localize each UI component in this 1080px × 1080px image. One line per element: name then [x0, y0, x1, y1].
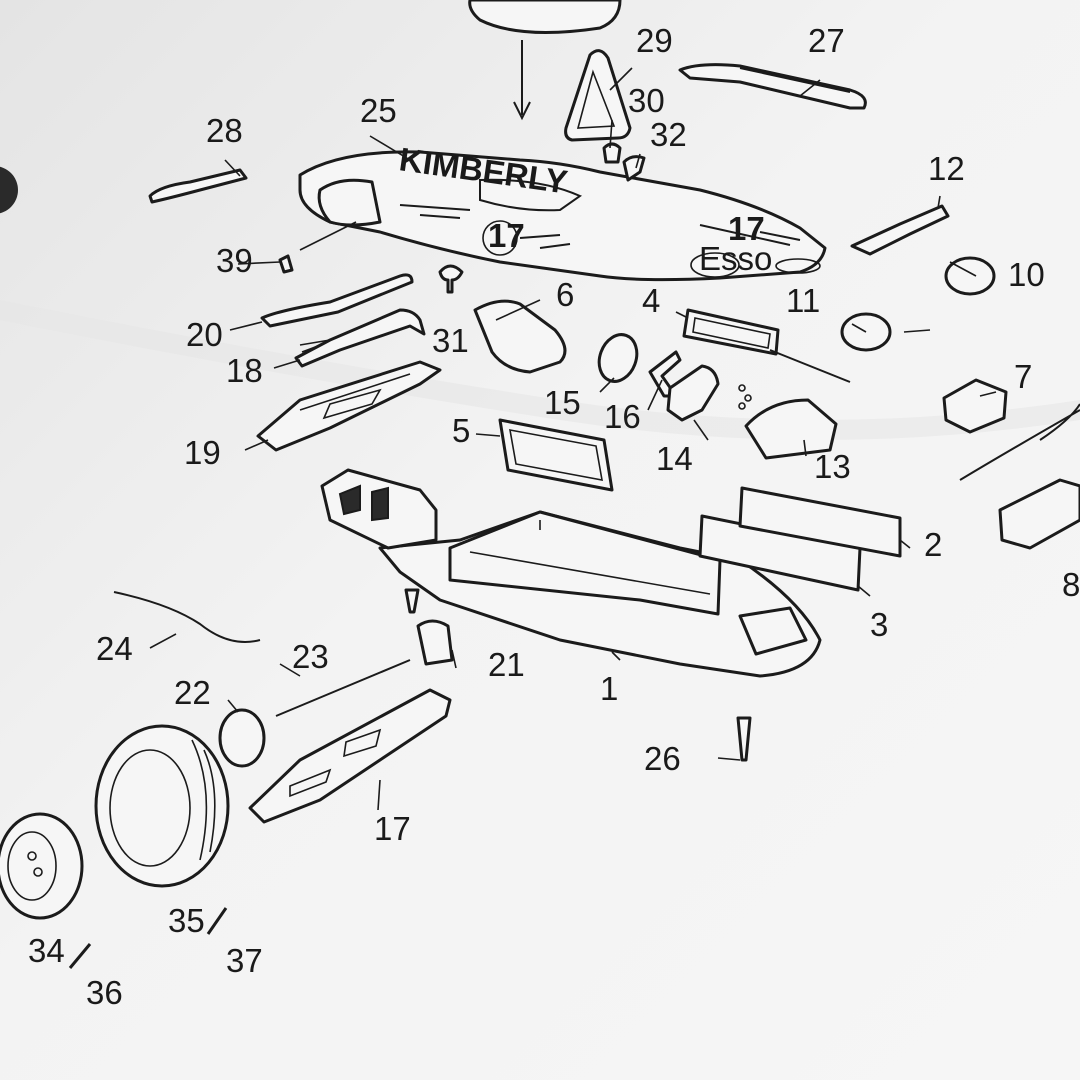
linkage-part — [850, 204, 950, 256]
leader-lines — [149, 67, 997, 811]
straight-rod-part — [275, 659, 411, 717]
callout-p18: 18 — [226, 352, 263, 389]
side-pod-upper-part — [738, 486, 902, 558]
bracket-part — [666, 364, 720, 422]
callout-p25: 25 — [360, 92, 397, 129]
dark-object-edge — [0, 166, 18, 214]
bracket-small-part — [416, 619, 454, 666]
race-number-decal: 17 — [488, 217, 525, 254]
fuel-brand-decal: Esso — [699, 240, 772, 277]
chassis: R — [378, 510, 822, 678]
mirror-part — [602, 142, 622, 164]
rear-wing-part — [678, 63, 867, 110]
callout-p29: 29 — [636, 22, 673, 59]
callout-p34b: 36 — [86, 974, 123, 1011]
ring-part — [597, 333, 639, 383]
callout-p35b: 37 — [226, 942, 263, 979]
callout-p22: 22 — [174, 674, 211, 711]
rollbar-part — [564, 49, 632, 142]
callout-p28: 28 — [206, 112, 243, 149]
callout-p21: 21 — [488, 646, 525, 683]
callout-p2: 2 — [924, 526, 942, 563]
callout-p10: 10 — [1008, 256, 1045, 293]
callout-p17: 17 — [374, 810, 411, 847]
callout-p1: 1 — [600, 670, 618, 707]
callout-p11: 11 — [786, 282, 820, 319]
callout-p5: 5 — [452, 412, 470, 449]
upper-rail-part — [260, 273, 414, 328]
callout-p8: 8 — [1062, 566, 1080, 603]
wheel-rim — [0, 812, 84, 920]
hub-part — [218, 708, 266, 768]
lower-plate-part — [248, 688, 452, 824]
callout-p3: 3 — [870, 606, 888, 643]
upper-plate-part — [256, 360, 442, 452]
fraction-slash-0 — [68, 943, 92, 969]
callout-p7: 7 — [1014, 358, 1032, 395]
screw-bottom-part — [736, 716, 752, 762]
callout-p4: 4 — [642, 282, 660, 319]
filler-cap-part — [622, 155, 646, 182]
callout-p34a: 34 — [28, 932, 65, 969]
callout-p24: 24 — [96, 630, 133, 667]
nose-number-decal: 17 — [728, 210, 765, 247]
seat-frame-part — [498, 418, 614, 492]
callout-p27: 27 — [808, 22, 845, 59]
callout-p23: 23 — [292, 638, 329, 675]
curved-rod-part — [113, 591, 261, 643]
callout-p31: 31 — [432, 322, 469, 359]
side-bar-part — [148, 168, 248, 204]
lower-rail-part — [294, 308, 426, 368]
screw-part — [404, 588, 420, 614]
pin-part — [278, 254, 294, 274]
callout-p13: 13 — [814, 448, 851, 485]
callout-p35a: 35 — [168, 902, 205, 939]
tyre — [94, 724, 230, 888]
steering-part — [998, 478, 1080, 550]
callout-p19: 19 — [184, 434, 221, 471]
callout-p12: 12 — [928, 150, 965, 187]
callout-p39: 39 — [216, 242, 253, 279]
callout-p32: 32 — [650, 116, 687, 153]
callout-p16: 16 — [604, 398, 641, 435]
callout-p30: 30 — [628, 82, 665, 119]
dome-part — [744, 398, 838, 460]
fraction-slash-1 — [206, 907, 228, 935]
callout-p20: 20 — [186, 316, 223, 353]
callout-p14: 14 — [656, 440, 693, 477]
knob-part — [438, 264, 464, 294]
windscreen-part — [468, 0, 622, 34]
callout-p26: 26 — [644, 740, 681, 777]
callout-p15: 15 — [544, 384, 581, 421]
windscreen-arrow — [513, 40, 531, 121]
fan-part — [648, 350, 682, 398]
callout-p6: 6 — [556, 276, 574, 313]
